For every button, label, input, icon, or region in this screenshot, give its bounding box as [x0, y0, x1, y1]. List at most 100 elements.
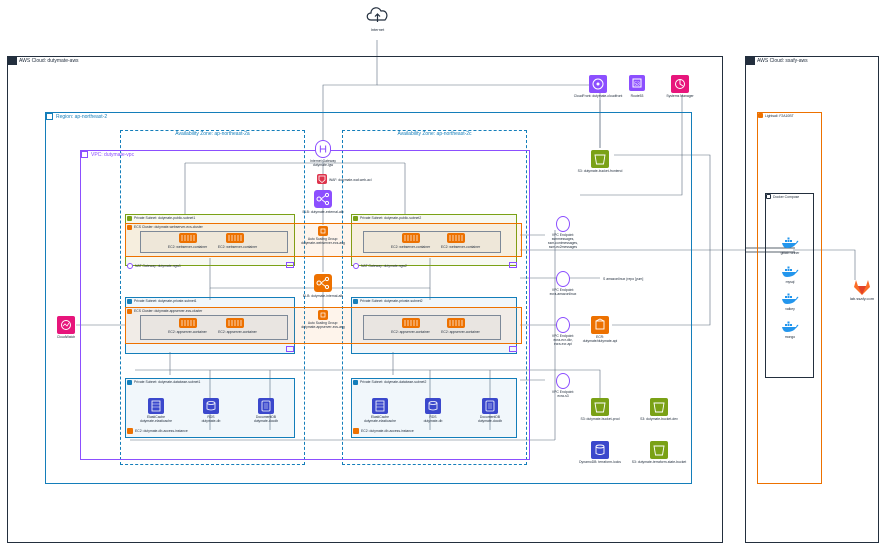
vpce-ecr-api-line1: VPC Endpoint: — [551, 288, 575, 292]
s3-bucket-icon — [650, 441, 668, 459]
auto-scaling-icon — [318, 226, 328, 236]
docker-whale-icon — [781, 321, 799, 333]
vpc-endpoint-icon — [556, 271, 570, 287]
documentdb-right-line2: dutymate-docdb — [477, 419, 503, 423]
elasticache-right-line2: dutymate-elasticache — [363, 419, 397, 423]
gitlab-label: lab.ssafy.com — [849, 296, 875, 301]
elasticache-right-line1: ElastiCache — [370, 415, 390, 419]
db-access-right-label: EC2: dutymate-db-access-instance — [361, 429, 414, 433]
aws-cloud-ssafy — [745, 56, 879, 543]
s3-bucket-icon — [591, 150, 609, 168]
availability-zone-a — [120, 130, 305, 465]
compose-label: Docker Compose — [773, 195, 800, 199]
ec2-app-left-2: EC2: appserver-container — [218, 330, 257, 334]
aws-cloud-ssafy-icon — [746, 57, 755, 65]
ec2-app-group-left — [140, 315, 288, 340]
subnet-lock-icon — [127, 299, 132, 304]
documentdb-right-line1: DocumentDB — [479, 415, 501, 419]
documentdb-icon — [482, 398, 498, 414]
aws-cloud-main-label: AWS Cloud: dutymate-aws — [19, 58, 79, 64]
container-icon — [226, 318, 244, 328]
ec2-instance-icon — [127, 428, 133, 434]
rds-right-line2: dutymate-db — [423, 419, 443, 423]
vpce-ssm-line2: ssmmessages, — [551, 237, 575, 241]
svg-text:53: 53 — [634, 82, 640, 88]
elasticache-left-line1: ElastiCache — [146, 415, 166, 419]
ecr-line1: ECR: — [595, 335, 605, 339]
aws-cloud-main — [7, 56, 723, 543]
ec2-web-group-right — [363, 231, 501, 253]
s3-bucket-icon — [650, 398, 668, 416]
ec2-app-group-right — [363, 315, 501, 340]
asg-app-line1: Auto Scaling Group: — [307, 321, 339, 325]
nat2-label: NAT Gateway: dutymate-ngw2 — [361, 264, 407, 268]
lightsail-icon — [758, 113, 763, 118]
ecr-line2: dutymate/dutymate-api — [582, 339, 618, 343]
vpce-ecr-line2: ecra-ecr-dkr, — [553, 338, 573, 342]
docker-compose-container — [765, 193, 814, 378]
cloudwatch-icon — [57, 316, 75, 334]
elb-internal-label: ELB: dutymate-internal-alb — [302, 294, 344, 298]
vpc-icon — [81, 151, 88, 158]
container-icon — [402, 233, 420, 243]
vpc-label: VPC: dutymate-vpc — [91, 152, 135, 158]
vpce-ecr-api-line2: ecra-amazonlinux — [549, 292, 577, 296]
subnet-route-table-icon — [509, 262, 517, 268]
container-icon — [226, 233, 244, 243]
ec2-web-group-left — [140, 231, 288, 253]
subnet-lock-icon — [127, 216, 132, 221]
public-subnet-2-label: Private Subnet: dutymate-public-subnet2 — [360, 216, 422, 220]
asg-web-line2: dutymate-webserver-ecs-asg — [301, 241, 345, 245]
igw-line2: dutymate-igw — [312, 163, 334, 167]
rds-left-line1: RDS — [207, 415, 215, 419]
vpce-ecr-line1: VPC Endpoint: — [551, 334, 575, 338]
ec2-app-right-2: EC2: appserver-container — [441, 330, 480, 334]
vpce-ssm-line1: VPC Endpoint: — [551, 233, 575, 237]
ecs-cluster-icon — [127, 225, 132, 230]
vpce-ssm-line4: ssm-ec2messages — [548, 245, 578, 249]
public-subnet-1-label: Private Subnet: dutymate-public-subnet1 — [134, 216, 196, 220]
cloudwatch-label: CloudWatch — [56, 335, 76, 339]
asg-app-line2: dutymate-appserver-ecs-asg — [301, 325, 345, 329]
nat1-label: NAT Gateway: dutymate-ngw1 — [135, 264, 181, 268]
lightsail-label: Lightsail: F2A10BT — [765, 114, 794, 118]
subnet-route-table-icon — [286, 346, 294, 352]
ec2-web-left-1: EC2: webserver-container — [167, 245, 208, 249]
route53-label: Route53 — [630, 94, 644, 98]
vpce-s3-line2: ecra-s3 — [557, 394, 569, 398]
az-c-label: Availability Zone: ap-northeast-2c — [397, 131, 472, 137]
ec2-instance-icon — [353, 428, 359, 434]
asg-web-line1: Auto Scaling Group: — [307, 237, 339, 241]
elasticache-icon — [148, 398, 164, 414]
public-subnet-2 — [351, 214, 517, 266]
region-flag-icon — [46, 113, 53, 120]
s3-frontend-label: S3: dutymate-bucket-frontend — [577, 169, 623, 173]
private-subnet-1-label: Private Subnet: dutymate-private-subnet1 — [134, 299, 197, 303]
aws-cloud-icon — [8, 57, 17, 65]
vpc-endpoint-icon — [556, 373, 570, 389]
igw-line1: Internet Gateway — [310, 159, 336, 163]
cloudfront-icon — [589, 75, 607, 93]
documentdb-left-line1: DocumentDB — [255, 415, 277, 419]
db-subnet-1-label: Private Subnet: dutymate-database-subnet… — [134, 380, 201, 384]
ecs-app-label: ECS Cluster: dutymate-appserver-ecs-clus… — [134, 309, 203, 313]
documentdb-left-line2: dutymate-docdb — [253, 419, 279, 423]
vpc-endpoint-icon — [556, 216, 570, 232]
documentdb-icon — [258, 398, 274, 414]
container-icon — [402, 318, 420, 328]
db-access-left-label: EC2: dutymate-db-access-instance — [135, 429, 188, 433]
rds-icon — [425, 398, 441, 414]
ec2-app-left-1: EC2: appserver-container — [168, 330, 207, 334]
container-label-3: valkey — [785, 307, 795, 311]
internal-load-balancer-icon — [314, 274, 332, 292]
subnet-lock-icon — [353, 380, 358, 385]
gitlab-icon — [852, 278, 872, 296]
db-subnet-2-label: Private Subnet: dutymate-database-subnet… — [360, 380, 427, 384]
container-icon — [179, 318, 197, 328]
container-icon — [179, 233, 197, 243]
ec2-web-right-2: EC2: webserver-container — [440, 245, 481, 249]
vpce-s3-line1: VPC Endpoint: — [551, 390, 575, 394]
ecr-icon — [591, 316, 609, 334]
waf-icon — [317, 174, 327, 184]
private-subnet-1 — [125, 297, 295, 354]
